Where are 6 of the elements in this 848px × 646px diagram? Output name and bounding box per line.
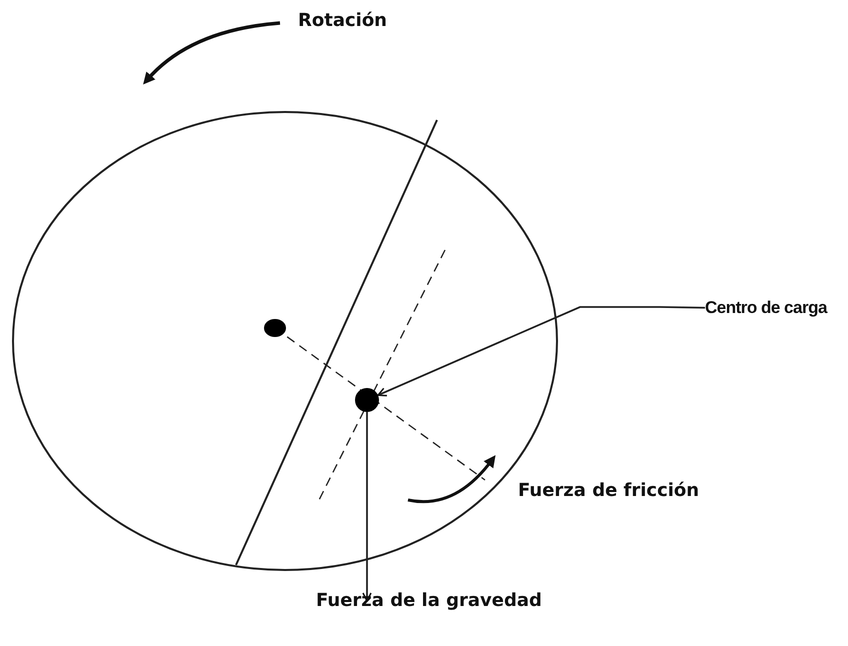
force-label: Fuerza de la gravedad bbox=[316, 590, 542, 611]
callout-text: Centro de carga bbox=[705, 298, 827, 318]
force-label: Fuerza de fricción bbox=[518, 480, 700, 501]
leader-line bbox=[377, 306, 706, 396]
force-label: Rotación bbox=[298, 10, 387, 31]
load-center-dot bbox=[355, 388, 379, 412]
